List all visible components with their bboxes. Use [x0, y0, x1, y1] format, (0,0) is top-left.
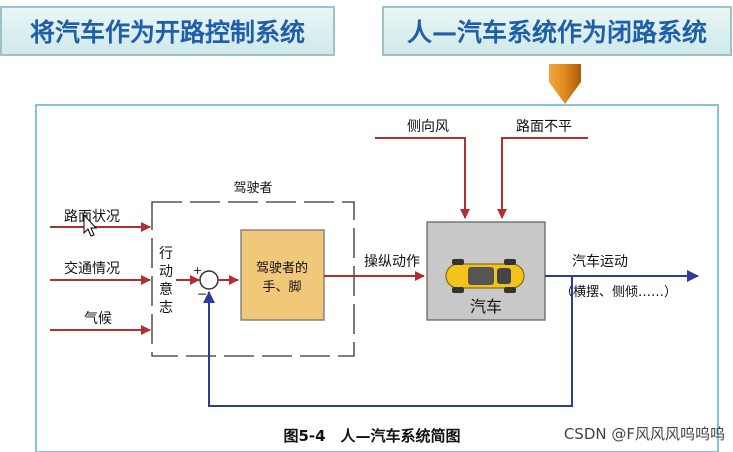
input-label-road: 路面状况	[64, 209, 120, 225]
control-action-label: 操纵动作	[364, 254, 420, 270]
driver-box-line-1: 驾驶者的	[256, 260, 308, 276]
feedback-loop-arrow	[203, 276, 573, 407]
intent-char-4: 志	[159, 300, 173, 316]
car-label: 汽车	[470, 297, 502, 316]
diagram-frame	[35, 104, 719, 452]
output-detail: （横摆、侧倾……）	[560, 285, 677, 300]
driver-group-box	[151, 201, 355, 357]
mouse-cursor-icon	[83, 213, 98, 237]
disturbance-label-road-bumps: 路面不平	[516, 119, 572, 135]
input-label-weather: 气候	[84, 311, 112, 327]
sum-plus-sign: +	[193, 264, 202, 277]
driver-box-line-2: 手、脚	[262, 279, 301, 295]
sum-minus-sign: −	[197, 287, 207, 301]
car-top-view-icon	[445, 259, 525, 293]
title-closed-loop: 人—汽车系统作为闭路系统	[382, 6, 732, 56]
disturbance-arrow-crosswind	[375, 137, 470, 219]
title-open-loop: 将汽车作为开路控制系统	[0, 6, 335, 56]
csdn-watermark: CSDN @F风风风呜呜呜	[563, 425, 725, 443]
intent-char-1: 行	[159, 246, 173, 262]
disturbance-arrow-road-bumps	[497, 137, 588, 219]
intent-char-3: 意	[159, 281, 173, 298]
input-label-traffic: 交通情况	[64, 260, 120, 277]
driver-group-label: 驾驶者	[233, 181, 272, 196]
figure-caption: 图5-4 人—汽车系统简图	[283, 427, 460, 445]
pointer-icon	[549, 64, 581, 104]
output-label: 汽车运动	[572, 253, 628, 270]
intent-char-2: 动	[159, 264, 173, 280]
disturbance-label-crosswind: 侧向风	[407, 119, 449, 135]
driver-hands-feet-box	[240, 229, 325, 321]
